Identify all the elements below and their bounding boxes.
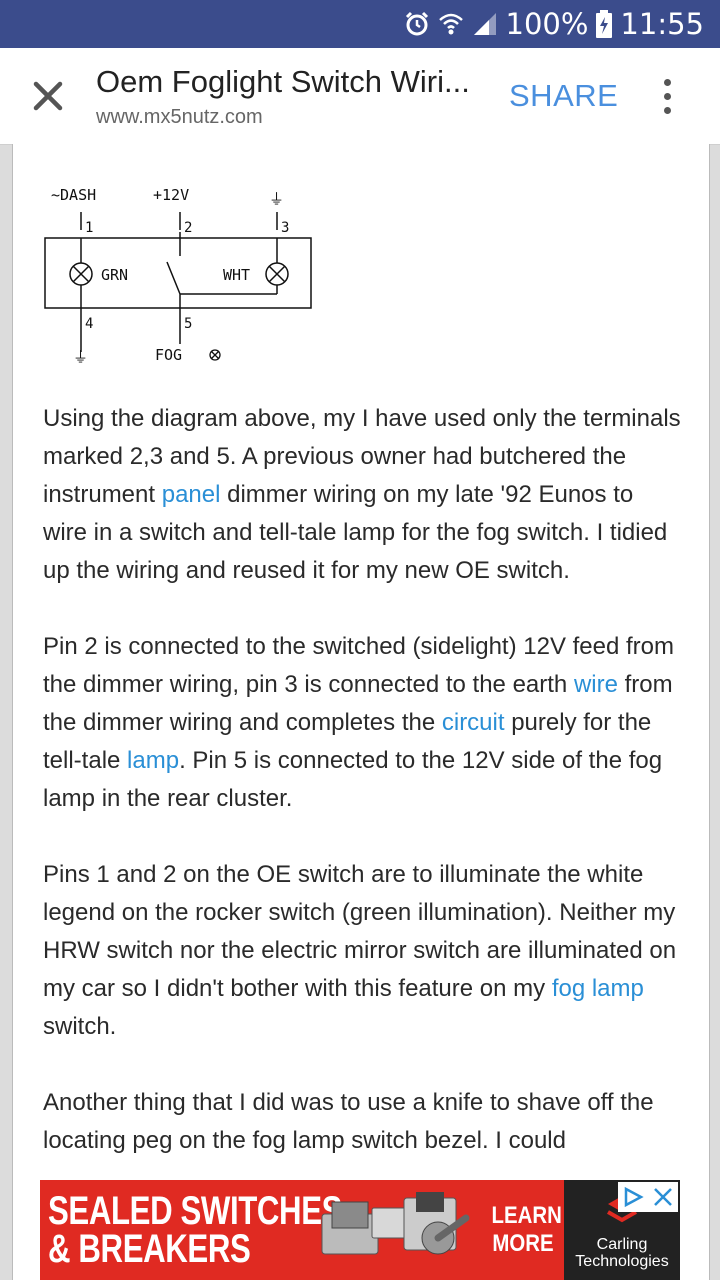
page-url: www.mx5nutz.com: [96, 106, 263, 128]
menu-dot-icon: [663, 92, 671, 100]
banner-ad[interactable]: SEALED SWITCHES & BREAKERS LEARN MORE Ca…: [40, 1180, 680, 1280]
label-dash: ~DASH: [51, 186, 96, 204]
paragraph: Another thing that I did was to use a kn…: [43, 1089, 654, 1154]
paragraph: Using the diagram above, my I have used …: [43, 405, 681, 584]
close-button[interactable]: [22, 70, 74, 122]
share-button[interactable]: SHARE: [509, 78, 619, 113]
web-content[interactable]: ~DASH +12V ⏚ 1 2 3 GRN WHT 4 5 ⏚ FOG: [12, 144, 710, 1280]
article-body: Using the diagram above, my I have used …: [43, 400, 683, 1198]
pin-number-2: 2: [184, 220, 192, 236]
earth-symbol-top: ⏚: [269, 190, 284, 208]
label-fog: FOG: [155, 346, 182, 364]
earth-symbol-bottom: ⏚: [73, 348, 88, 366]
label-12v: +12V: [153, 186, 189, 204]
page-title: Oem Foglight Switch Wiri...: [96, 64, 470, 99]
clock: 11:55: [620, 7, 704, 41]
pin-number-1: 1: [85, 220, 93, 236]
switch-wiring-diagram: ~DASH +12V ⏚ 1 2 3 GRN WHT 4 5 ⏚ FOG: [44, 186, 312, 366]
close-ad-icon[interactable]: [652, 1186, 674, 1208]
lamp-label-grn: GRN: [101, 266, 128, 284]
close-icon: [33, 81, 63, 111]
pin-number-3: 3: [281, 220, 289, 236]
paragraph: Pins 1 and 2 on the OE switch are to ill…: [43, 861, 677, 1040]
alarm-icon: [405, 11, 428, 36]
switch-contact-icon: [166, 261, 193, 308]
switch-housing: [44, 237, 312, 309]
link-circuit[interactable]: circuit: [441, 709, 505, 736]
menu-dot-icon: [663, 106, 671, 114]
battery-charging-icon: [596, 10, 613, 38]
ad-choices-button[interactable]: [618, 1182, 678, 1212]
pin-number-5: 5: [184, 316, 192, 332]
lamp-icon-left: [69, 262, 93, 286]
lamp-label-wht: WHT: [223, 266, 250, 284]
pin-number-4: 4: [85, 316, 93, 332]
custom-tab-toolbar: Oem Foglight Switch Wiri... www.mx5nutz.…: [0, 48, 720, 145]
adchoices-icon: [624, 1186, 644, 1208]
link-wire[interactable]: wire: [573, 671, 618, 698]
battery-percent: 100%: [505, 7, 589, 41]
brand-name: Carling Technologies: [575, 1236, 669, 1270]
link-lamp[interactable]: lamp: [127, 747, 180, 774]
status-icons: 100% 11:55: [404, 0, 704, 48]
fog-lamp-icon: [209, 349, 221, 361]
link-panel[interactable]: panel: [161, 481, 221, 508]
switch-product-image: [321, 1192, 470, 1255]
link-fog-lamp[interactable]: fog lamp: [551, 975, 644, 1002]
overflow-menu-button[interactable]: [652, 72, 682, 120]
menu-dot-icon: [663, 78, 671, 86]
signal-icon: [473, 13, 496, 35]
ad-headline: SEALED SWITCHES & BREAKERS: [48, 1189, 343, 1271]
wifi-icon: [438, 13, 463, 35]
status-bar: 100% 11:55: [0, 0, 720, 48]
lamp-icon-right: [265, 262, 289, 286]
paragraph: Pin 2 is connected to the switched (side…: [43, 633, 675, 812]
learn-more-button[interactable]: LEARN MORE: [491, 1202, 562, 1257]
